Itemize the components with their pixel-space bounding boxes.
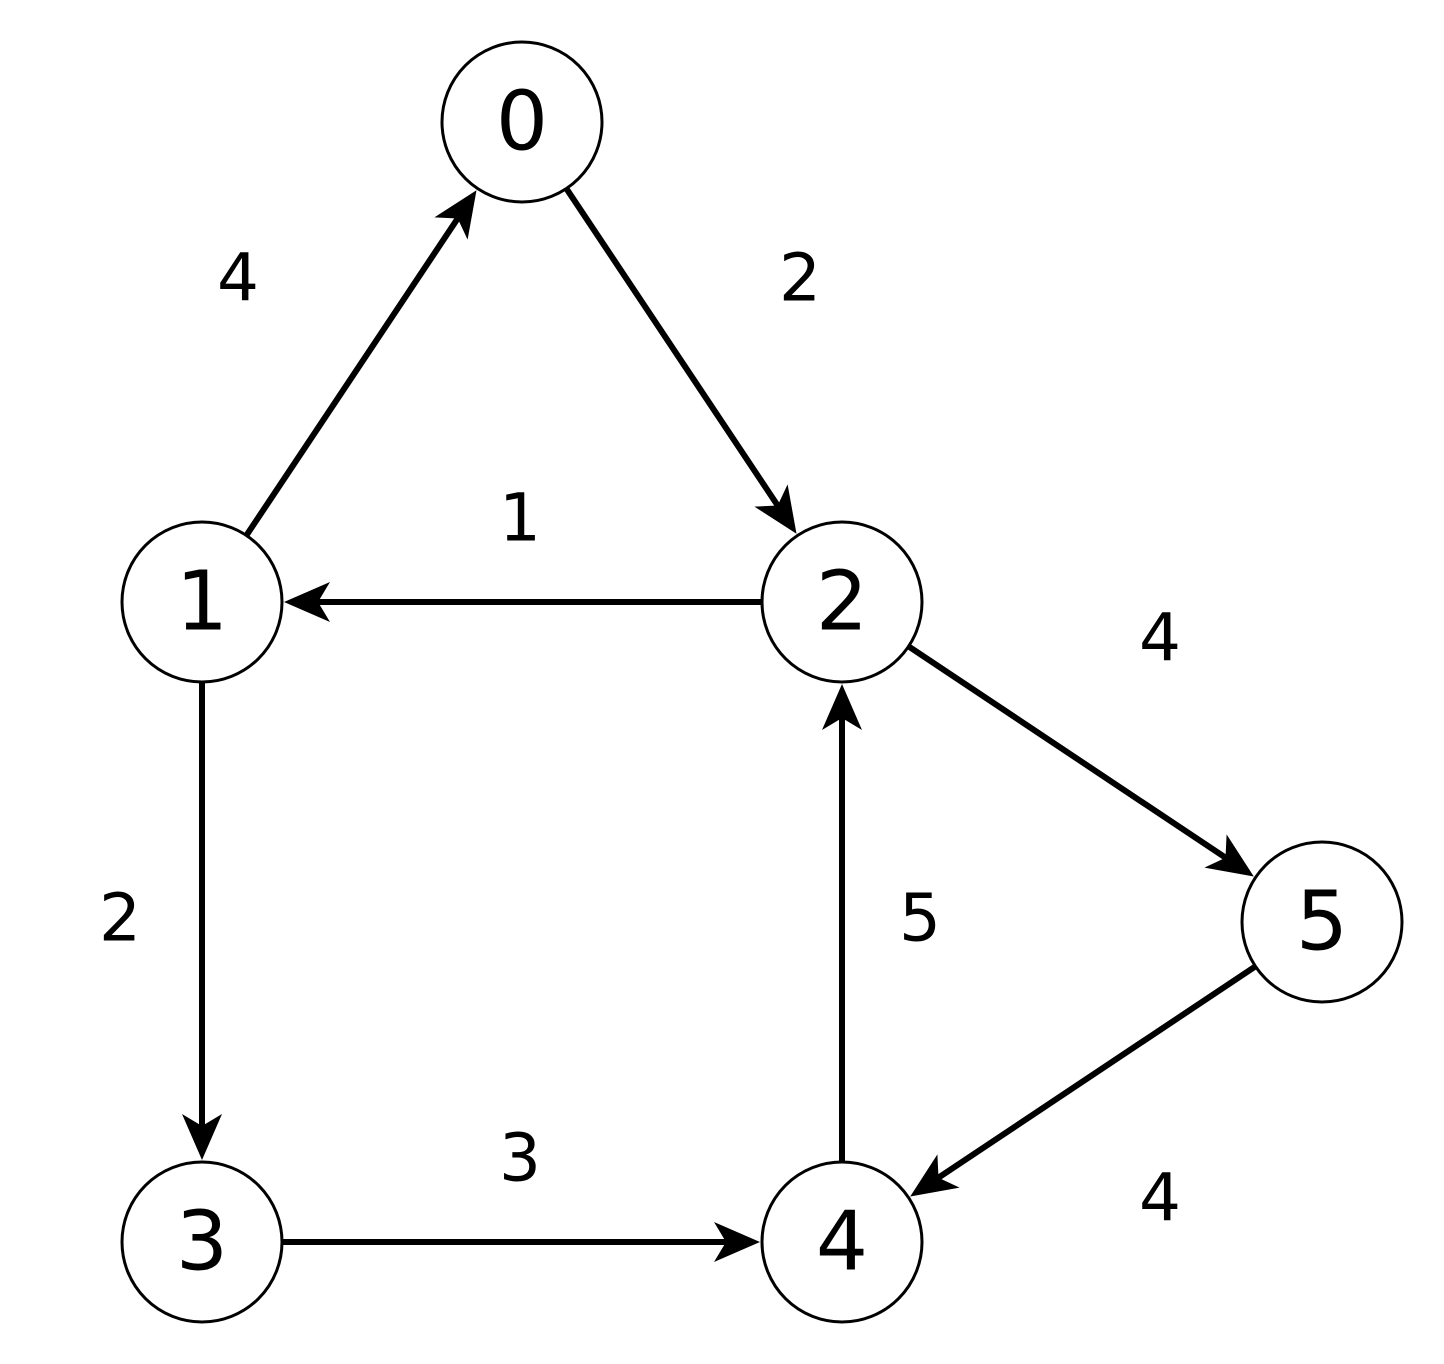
edge-weight-label: 5 [899, 880, 941, 957]
node-0: 0 [440, 40, 604, 204]
node-label: 0 [496, 75, 548, 170]
arrowhead-icon [822, 684, 862, 730]
arrowhead-icon [714, 1222, 760, 1262]
node-1: 1 [120, 520, 284, 684]
node-2: 2 [760, 520, 924, 684]
edge-weight-label: 2 [779, 240, 821, 317]
edge-weight-label: 4 [1139, 1160, 1181, 1237]
edge-weights-layer: 4 2 1 4 2 5 3 4 [99, 240, 1181, 1237]
edge-line [563, 186, 781, 508]
arrowhead-icon [1204, 834, 1254, 877]
edge-4-to-2 [822, 684, 862, 1162]
edge-weight-label: 3 [499, 1120, 541, 1197]
node-circle [120, 1160, 284, 1324]
node-circle [760, 1160, 924, 1324]
edge-2-to-1 [284, 582, 762, 622]
edge-line [906, 643, 1228, 861]
node-label: 2 [816, 555, 868, 650]
node-label: 5 [1296, 875, 1348, 970]
edge-1-to-0 [243, 190, 477, 538]
edge-2-to-5 [906, 643, 1254, 877]
node-5: 5 [1240, 840, 1404, 1004]
node-3: 3 [120, 1160, 284, 1324]
node-circle [760, 520, 924, 684]
edge-5-to-4 [910, 963, 1258, 1197]
node-label: 3 [176, 1195, 228, 1290]
arrowhead-icon [754, 484, 797, 534]
node-4: 4 [760, 1160, 924, 1324]
edge-1-to-3 [182, 682, 222, 1160]
edge-line [936, 963, 1258, 1181]
node-circle [120, 520, 284, 684]
arrowhead-icon [434, 190, 477, 240]
edge-weight-label: 4 [217, 240, 259, 317]
edge-weight-label: 4 [1139, 600, 1181, 677]
edge-weight-label: 2 [99, 880, 141, 957]
node-circle [1240, 840, 1404, 1004]
edge-line [243, 216, 461, 538]
arrowhead-icon [910, 1154, 960, 1197]
edge-0-to-2 [563, 186, 797, 534]
edges-layer [182, 186, 1258, 1262]
node-label: 4 [816, 1195, 868, 1290]
arrowhead-icon [182, 1114, 222, 1160]
node-circle [440, 40, 604, 204]
nodes-layer: 0 1 2 3 4 5 [120, 40, 1404, 1324]
edge-3-to-4 [282, 1222, 760, 1262]
edge-weight-label: 1 [499, 480, 541, 557]
arrowhead-icon [284, 582, 330, 622]
node-label: 1 [176, 555, 228, 650]
